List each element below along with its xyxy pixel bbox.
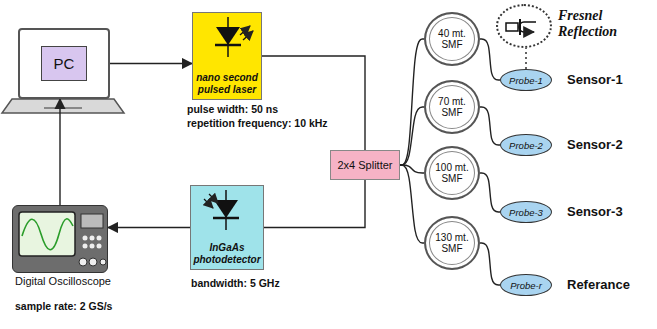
spec-label: bandwidth: 5 GHz [190, 277, 281, 289]
oscilloscope: Digital Oscilloscope [12, 205, 108, 273]
fiber-connector [110, 63, 192, 64]
sensor-label: Sensor-3 [566, 204, 624, 219]
laptop-base [2, 99, 124, 113]
fiber-connector [264, 180, 365, 228]
laptop-touchpad [44, 107, 82, 109]
device-symbol [498, 6, 550, 46]
fiber-connector [480, 107, 500, 145]
probe-ellipse: Probe-2 [500, 134, 552, 156]
spec-label: sample rate: 2 GS/s [14, 300, 113, 312]
node-text: 70 mt. SMF [426, 96, 478, 118]
fiber-connector [400, 39, 424, 165]
node-text: Digital Oscilloscope [3, 275, 123, 287]
spec-label: pulse width: 50 ns [186, 103, 279, 115]
node-text: PC [41, 46, 88, 81]
fresnel-circle: Fresnel Reflection [496, 4, 552, 48]
fiber-coil: 100 mt. SMF [424, 146, 480, 200]
fiber-coil: 130 mt. SMF [424, 216, 480, 270]
splitter-box: 2x4 Splitter [330, 150, 400, 180]
sensor-label: Referance [566, 277, 631, 292]
node-text: InGaAs photodetector [193, 242, 260, 266]
device-symbol [13, 206, 107, 272]
probe-ellipse: Probe-3 [500, 201, 552, 223]
node-text: 130 mt. SMF [426, 232, 478, 254]
probe-ellipse: Probe-1 [500, 69, 552, 91]
fiber-connector [480, 243, 500, 285]
node-text: 100 mt. SMF [426, 162, 478, 184]
fiber-coil: 40 mt. SMF [424, 12, 480, 66]
sensor-label: Sensor-1 [566, 72, 624, 87]
node-text: Probe-1 [509, 75, 543, 86]
node-text: 2x4 Splitter [337, 159, 392, 171]
fiber-connector [480, 39, 500, 80]
photodetector-box: InGaAs photodetector [190, 185, 263, 270]
sensor-label: Sensor-2 [566, 137, 624, 152]
laptop-screen: PC [18, 28, 110, 99]
fiber-connector [400, 107, 424, 165]
fiber-connector [59, 99, 60, 205]
fiber-connector [480, 173, 500, 212]
node-text: Probe-r [510, 280, 542, 291]
node-text: Fresnel Reflection [558, 8, 638, 40]
fiber-coil: 70 mt. SMF [424, 80, 480, 134]
node-text: nano second pulsed laser [195, 72, 259, 96]
fiber-connector [400, 165, 424, 243]
probe-ellipse: Probe-r [500, 274, 552, 296]
spec-label: repetition frequency: 10 kHz [186, 117, 329, 129]
pulsed-laser-box: nano second pulsed laser [192, 12, 262, 100]
fiber-connector [108, 227, 190, 228]
node-text: Probe-2 [509, 140, 543, 151]
node-text: Probe-3 [509, 207, 543, 218]
node-text: 40 mt. SMF [426, 28, 478, 50]
fiber-connector [525, 48, 526, 69]
